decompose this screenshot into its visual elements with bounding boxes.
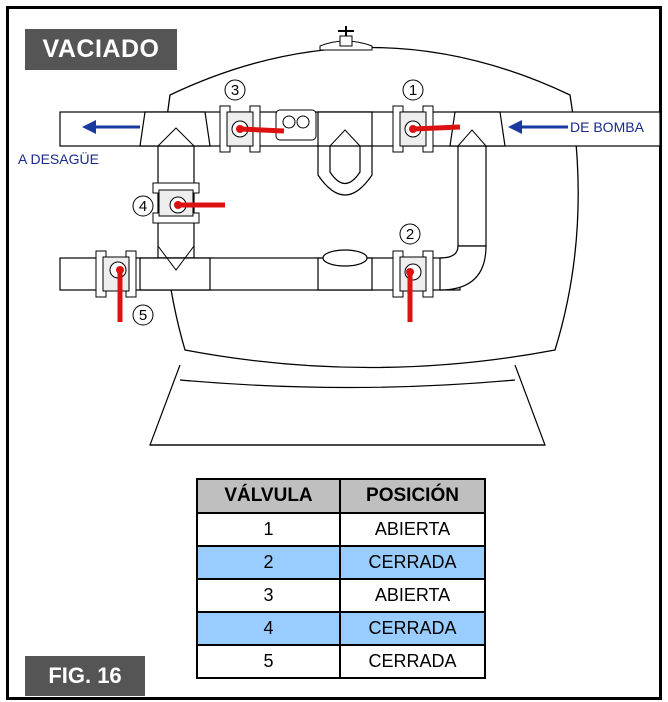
valve-1 — [392, 105, 461, 153]
valve-cell: 1 — [196, 512, 341, 547]
table-row: 1 ABIERTA — [196, 512, 486, 547]
inlet-arrow-icon — [508, 120, 568, 134]
figure-label: FIG. 16 — [25, 656, 145, 696]
table-row: 5 CERRADA — [196, 644, 486, 679]
valve-number-5: 5 — [139, 307, 147, 324]
table-row: 2 CERRADA — [196, 545, 486, 580]
valve-cell: 2 — [196, 545, 341, 580]
position-cell: CERRADA — [339, 644, 486, 679]
valve-4 — [152, 182, 225, 224]
position-cell: ABIERTA — [339, 578, 486, 613]
inlet-label: DE BOMBA — [570, 119, 645, 135]
valve-number-2: 2 — [406, 226, 414, 243]
pressure-gauge-icon — [275, 109, 317, 141]
table-row: 3 ABIERTA — [196, 578, 486, 613]
table-row: 4 CERRADA — [196, 611, 486, 646]
valve-number-4: 4 — [139, 198, 147, 215]
outlet-arrow-icon — [82, 120, 140, 134]
valve-position-table: VÁLVULA POSICIÓN 1 ABIERTA 2 CERRADA 3 A… — [196, 478, 486, 679]
valve-3 — [219, 105, 285, 153]
position-cell: CERRADA — [339, 611, 486, 646]
page-title: VACIADO — [25, 29, 177, 70]
valve-number-3: 3 — [231, 82, 239, 99]
position-cell: CERRADA — [339, 545, 486, 580]
column-header-position: POSICIÓN — [339, 478, 486, 514]
column-header-valve: VÁLVULA — [196, 478, 341, 514]
table-header-row: VÁLVULA POSICIÓN — [196, 478, 486, 514]
outlet-label: A DESAGÜE — [18, 150, 99, 167]
valve-cell: 4 — [196, 611, 341, 646]
valve-cell: 5 — [196, 644, 341, 679]
tank-top-cover — [319, 26, 373, 51]
tank-stand — [149, 364, 546, 446]
valve-number-1: 1 — [409, 82, 417, 99]
valve-2 — [392, 250, 434, 322]
filter-tank — [162, 46, 579, 369]
position-cell: ABIERTA — [339, 512, 486, 547]
valve-cell: 3 — [196, 578, 341, 613]
valve-5 — [95, 250, 137, 322]
